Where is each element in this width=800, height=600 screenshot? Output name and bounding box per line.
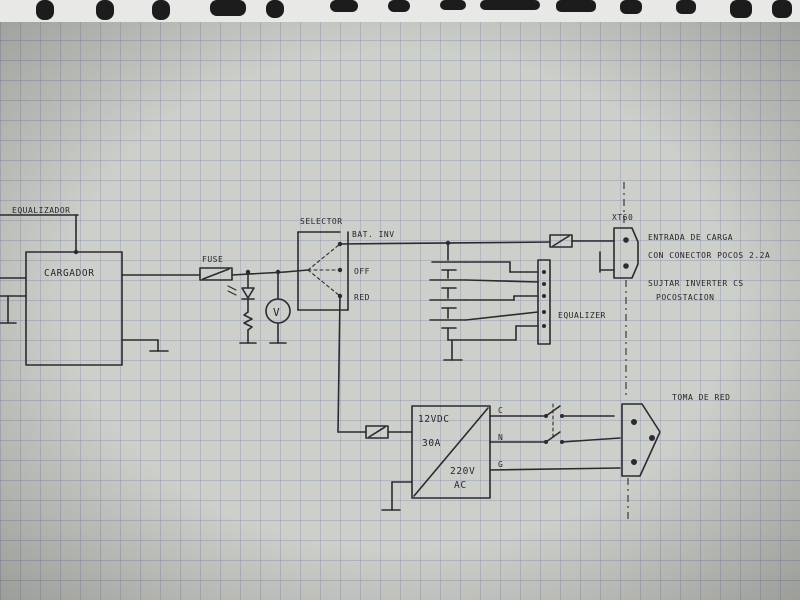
terminal-n-label: N bbox=[498, 433, 503, 442]
invert-label-2: POCOSTACION bbox=[656, 293, 714, 302]
red-label: RED bbox=[354, 293, 370, 302]
off-label: OFF bbox=[354, 267, 370, 276]
led-indicator bbox=[227, 269, 257, 344]
inverter-block bbox=[381, 405, 491, 511]
charger-label: CARGADOR bbox=[44, 268, 95, 279]
inverter-feed bbox=[337, 295, 413, 439]
terminal-g-label: G bbox=[498, 460, 503, 469]
terminal-c-label: C bbox=[498, 406, 503, 415]
fuse-symbol bbox=[199, 267, 233, 281]
grid-outlet-label: TOMA DE RED bbox=[672, 393, 730, 402]
xt60-connector bbox=[599, 182, 639, 398]
charge-input-label-1: ENTRADA DE CARGA bbox=[648, 233, 733, 242]
inverter-output-wiring bbox=[489, 403, 621, 471]
charger-block bbox=[0, 214, 169, 366]
equalizer-balance-wires bbox=[455, 261, 539, 341]
voltmeter-label: V bbox=[273, 306, 280, 319]
voltmeter: V bbox=[265, 269, 291, 344]
spiral-binding bbox=[0, 0, 800, 22]
fuse-label: FUSE bbox=[202, 255, 223, 264]
inverter-output-ac-label: AC bbox=[454, 480, 467, 491]
charge-input-label-2: CON CONECTOR POCOS 2.2A bbox=[648, 251, 770, 260]
inverter-input-label: 12VDC bbox=[418, 414, 450, 425]
bat-inv-label: BAT. INV bbox=[352, 230, 395, 239]
selector-switch bbox=[297, 231, 349, 311]
invert-label-1: SUJTAR INVERTER CS bbox=[648, 279, 744, 288]
inverter-amp-label: 30A bbox=[422, 438, 441, 449]
equalizer-top-label: EQUALIZADOR bbox=[12, 206, 70, 215]
equalizer-right-label: EQUALIZER bbox=[558, 311, 606, 320]
selector-label: SELECTOR bbox=[300, 217, 343, 226]
equalizer-connector bbox=[537, 259, 551, 345]
battery-bus bbox=[339, 234, 615, 248]
battery-pack bbox=[429, 240, 467, 361]
xt60-label: XT60 bbox=[612, 213, 633, 222]
grid-outlet bbox=[621, 403, 661, 520]
inverter-output-v-label: 220V bbox=[450, 466, 475, 477]
